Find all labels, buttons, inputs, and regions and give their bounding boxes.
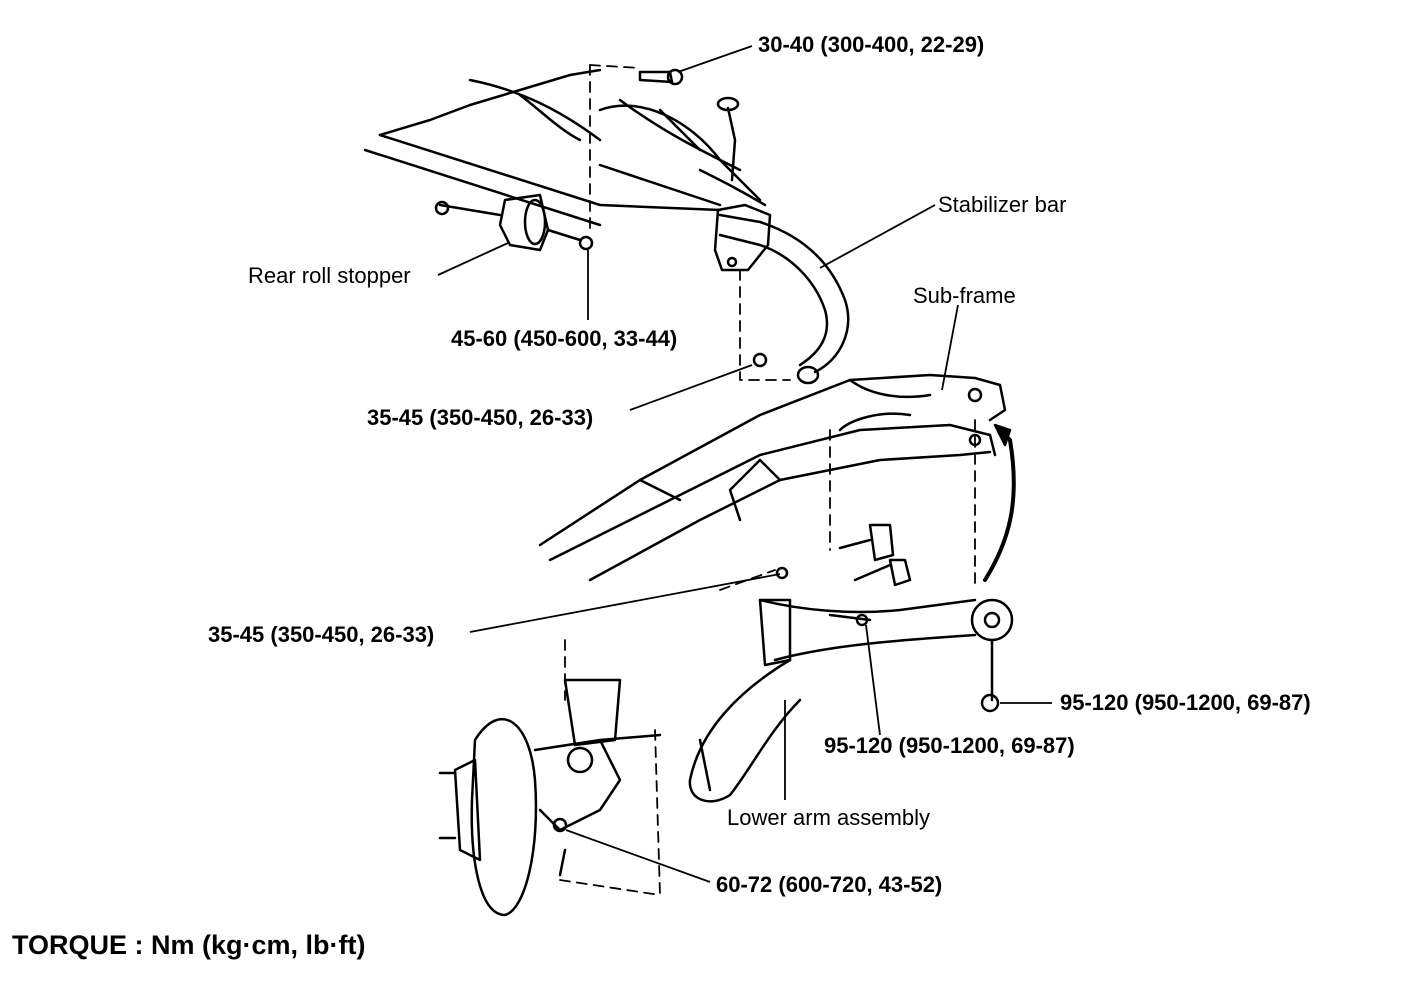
rear-roll-stopper-label: Rear roll stopper xyxy=(248,263,411,288)
leader-lines xyxy=(437,45,1052,883)
top-bolt xyxy=(638,68,740,182)
torque-label-rear-bushing: 95-120 (950-1200, 69-87) xyxy=(1060,690,1311,715)
body-panel xyxy=(363,68,767,227)
link-bolts xyxy=(838,523,912,587)
torque-unit-note: TORQUE : Nm (kg·cm, lb·ft) xyxy=(12,930,366,960)
stabilizer-bar-label: Stabilizer bar xyxy=(938,192,1067,217)
torque-label-front-bushing: 95-120 (950-1200, 69-87) xyxy=(824,733,1075,758)
assembly-arrow xyxy=(983,423,1016,582)
torque-label-roll-stopper: 45-60 (450-600, 33-44) xyxy=(451,326,678,351)
dashed-guides xyxy=(559,64,976,896)
torque-label-ball-joint: 60-72 (600-720, 43-52) xyxy=(716,872,943,897)
torque-label-top-bolt: 30-40 (300-400, 22-29) xyxy=(758,32,985,57)
stabilizer-bar xyxy=(713,203,850,385)
lower-arm-assembly-label: Lower arm assembly xyxy=(727,805,930,830)
sub-frame-label: Sub-frame xyxy=(913,283,1016,308)
knuckle-hub xyxy=(438,678,662,917)
rear-roll-stopper xyxy=(434,193,594,252)
torque-label-stab-link: 35-45 (350-450, 26-33) xyxy=(367,405,594,430)
sub-frame xyxy=(538,373,1007,582)
torque-label-arm-nut: 35-45 (350-450, 26-33) xyxy=(208,622,435,647)
lower-arm xyxy=(688,566,1014,803)
